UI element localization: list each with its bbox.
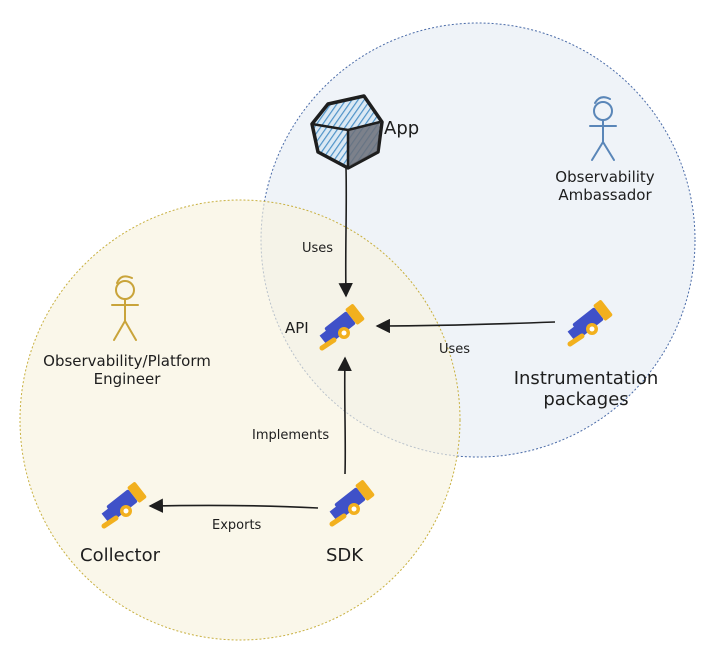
instrumentation-label-line1: Instrumentation xyxy=(513,368,659,389)
api-telescope-icon xyxy=(319,304,365,351)
edge-label-app-api: Uses xyxy=(302,241,334,256)
ambassador-label: Observability Ambassador xyxy=(530,168,680,204)
engineer-label: Observability/Platform Engineer xyxy=(22,352,232,388)
arrow-sdk-to-collector xyxy=(148,498,319,513)
app-cube-icon xyxy=(310,94,384,170)
ambassador-label-line2: Ambassador xyxy=(558,186,652,204)
collector-label: Collector xyxy=(80,545,161,566)
app-label: App xyxy=(384,118,420,139)
edge-label-instrumentation-api: Uses xyxy=(439,342,471,357)
collector-telescope-icon xyxy=(101,482,147,529)
engineer-label-line1: Observability/Platform xyxy=(43,352,211,370)
sdk-label: SDK xyxy=(326,545,364,566)
arrow-app-to-api xyxy=(338,167,353,298)
engineer-label-line2: Engineer xyxy=(93,370,161,388)
instrumentation-label-line2: packages xyxy=(543,389,629,410)
arrow-sdk-to-api xyxy=(337,356,352,475)
api-label: API xyxy=(285,319,309,337)
ambassador-person-icon xyxy=(589,96,617,161)
engineer-person-icon xyxy=(111,275,139,341)
arrow-instrumentation-to-api xyxy=(375,318,556,334)
sdk-telescope-icon xyxy=(329,480,375,527)
edge-label-sdk-api: Implements xyxy=(252,428,330,443)
instrumentation-label: Instrumentation packages xyxy=(500,368,672,410)
ambassador-label-line1: Observability xyxy=(555,168,655,186)
instrumentation-telescope-icon xyxy=(567,300,613,347)
edge-label-sdk-collector: Exports xyxy=(212,518,262,533)
engineer-zone xyxy=(19,199,461,641)
